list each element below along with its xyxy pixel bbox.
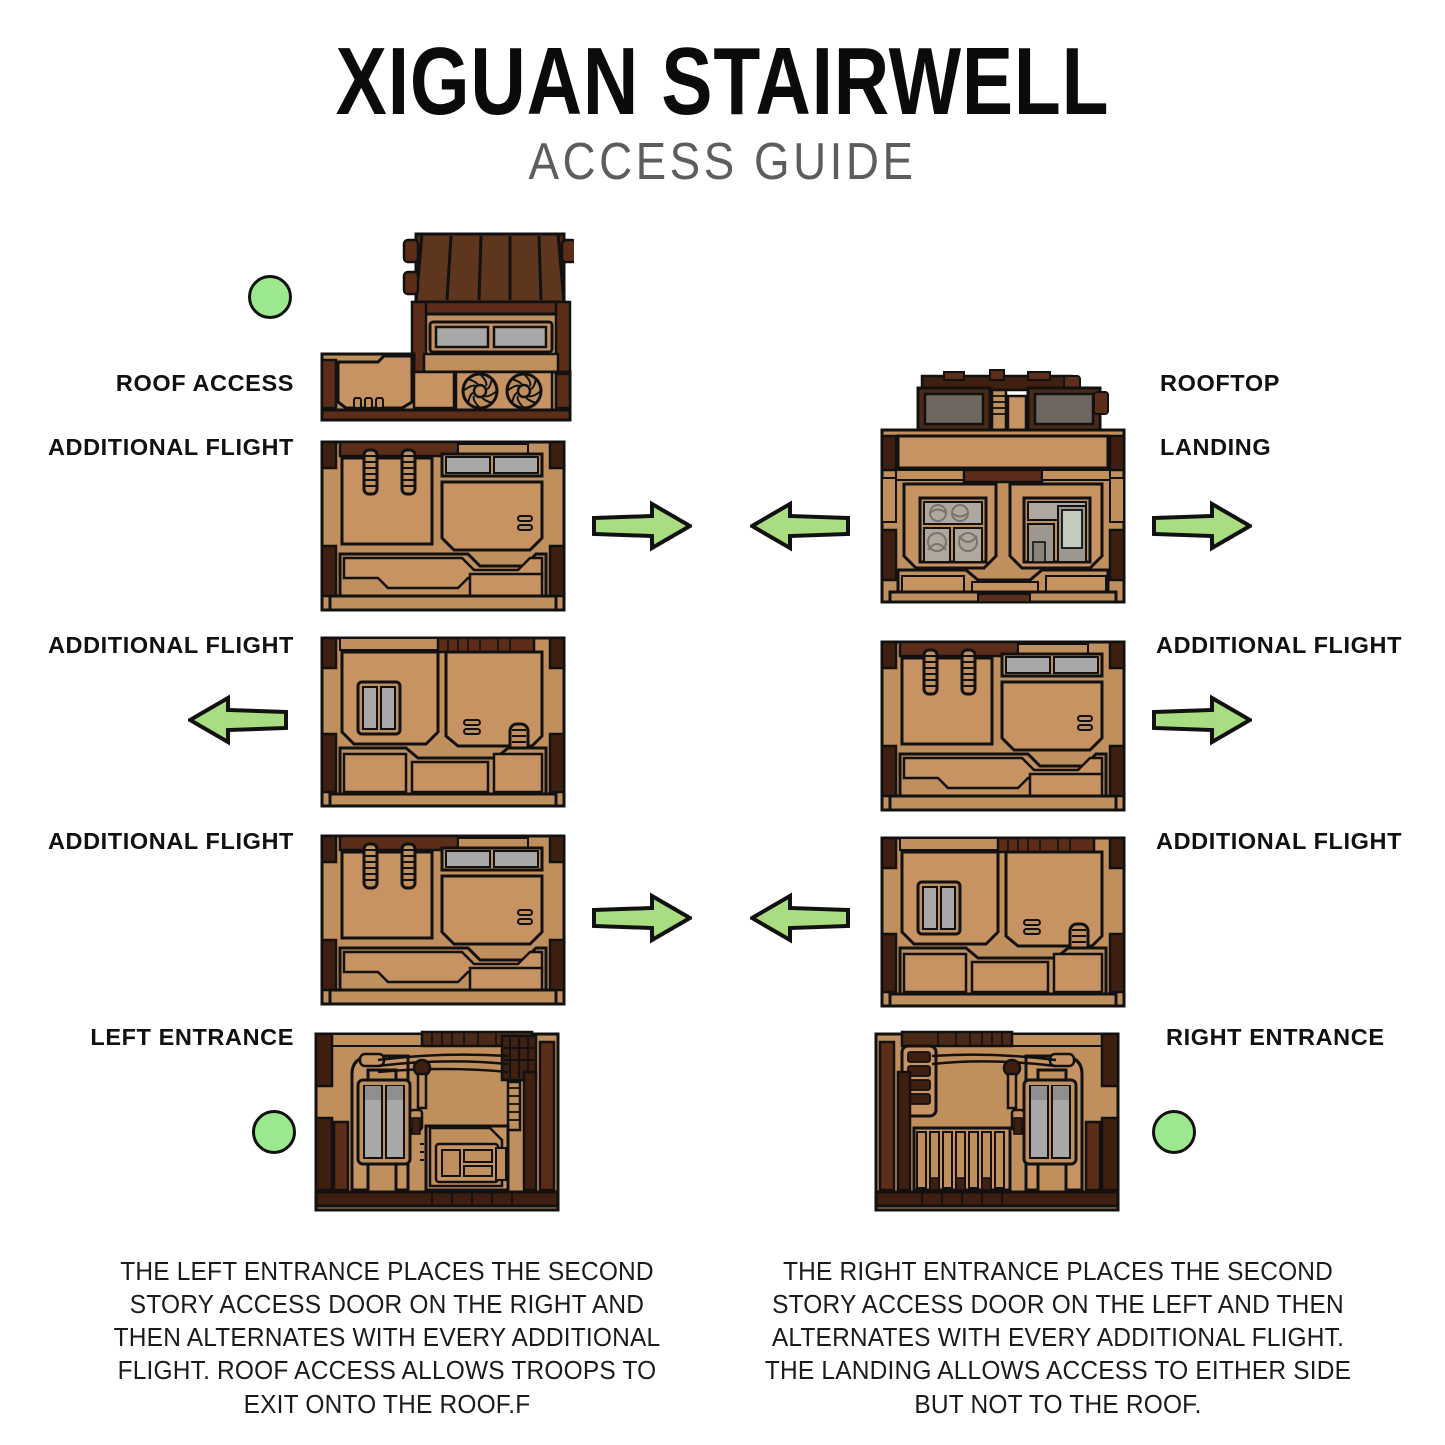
- arrow-row4-right-in: [750, 892, 850, 944]
- module-landing[interactable]: [878, 364, 1128, 616]
- label-left-flight-3: ADDITIONAL FLIGHT: [47, 632, 294, 658]
- module-left-entrance[interactable]: [312, 1022, 568, 1214]
- label-right-flight-4: ADDITIONAL FLIGHT: [1156, 828, 1403, 854]
- label-rooftop: ROOFTOP: [1160, 370, 1280, 396]
- left-entrance-marker: [252, 1110, 296, 1154]
- module-left-flight-4[interactable]: [318, 822, 568, 1010]
- module-left-flight-3[interactable]: [318, 624, 568, 812]
- page-subtitle: ACCESS GUIDE: [528, 133, 917, 191]
- caption-right: THE RIGHT ENTRANCE PLACES THE SECOND STO…: [764, 1258, 1352, 1419]
- arrow-row2-right-in: [750, 500, 850, 552]
- right-entrance-marker: [1152, 1110, 1196, 1154]
- label-left-entrance: LEFT ENTRANCE: [90, 1024, 294, 1050]
- label-left-flight-2: ADDITIONAL FLIGHT: [47, 434, 294, 460]
- page-title: XIGUAN STAIRWELL: [335, 28, 1110, 135]
- arrow-row2-landing-out: [1152, 500, 1252, 552]
- arrow-row3-left-out: [188, 694, 288, 746]
- roof-access-marker: [248, 275, 292, 319]
- arrow-row4-left-out: [592, 892, 692, 944]
- label-right-entrance: RIGHT ENTRANCE: [1166, 1024, 1385, 1050]
- label-left-flight-4: ADDITIONAL FLIGHT: [47, 828, 294, 854]
- module-roof-access[interactable]: [318, 228, 574, 424]
- module-right-flight-4[interactable]: [878, 824, 1128, 1012]
- module-right-flight-3[interactable]: [878, 628, 1128, 816]
- label-landing: LANDING: [1160, 434, 1272, 460]
- arrow-row3-right-out: [1152, 694, 1252, 746]
- module-left-flight-2[interactable]: [318, 428, 568, 616]
- label-roof-access: ROOF ACCESS: [115, 370, 294, 396]
- module-right-entrance[interactable]: [872, 1022, 1128, 1214]
- label-right-flight-3: ADDITIONAL FLIGHT: [1156, 632, 1403, 658]
- arrow-row2-left-out: [592, 500, 692, 552]
- caption-left: THE LEFT ENTRANCE PLACES THE SECOND STOR…: [113, 1258, 661, 1419]
